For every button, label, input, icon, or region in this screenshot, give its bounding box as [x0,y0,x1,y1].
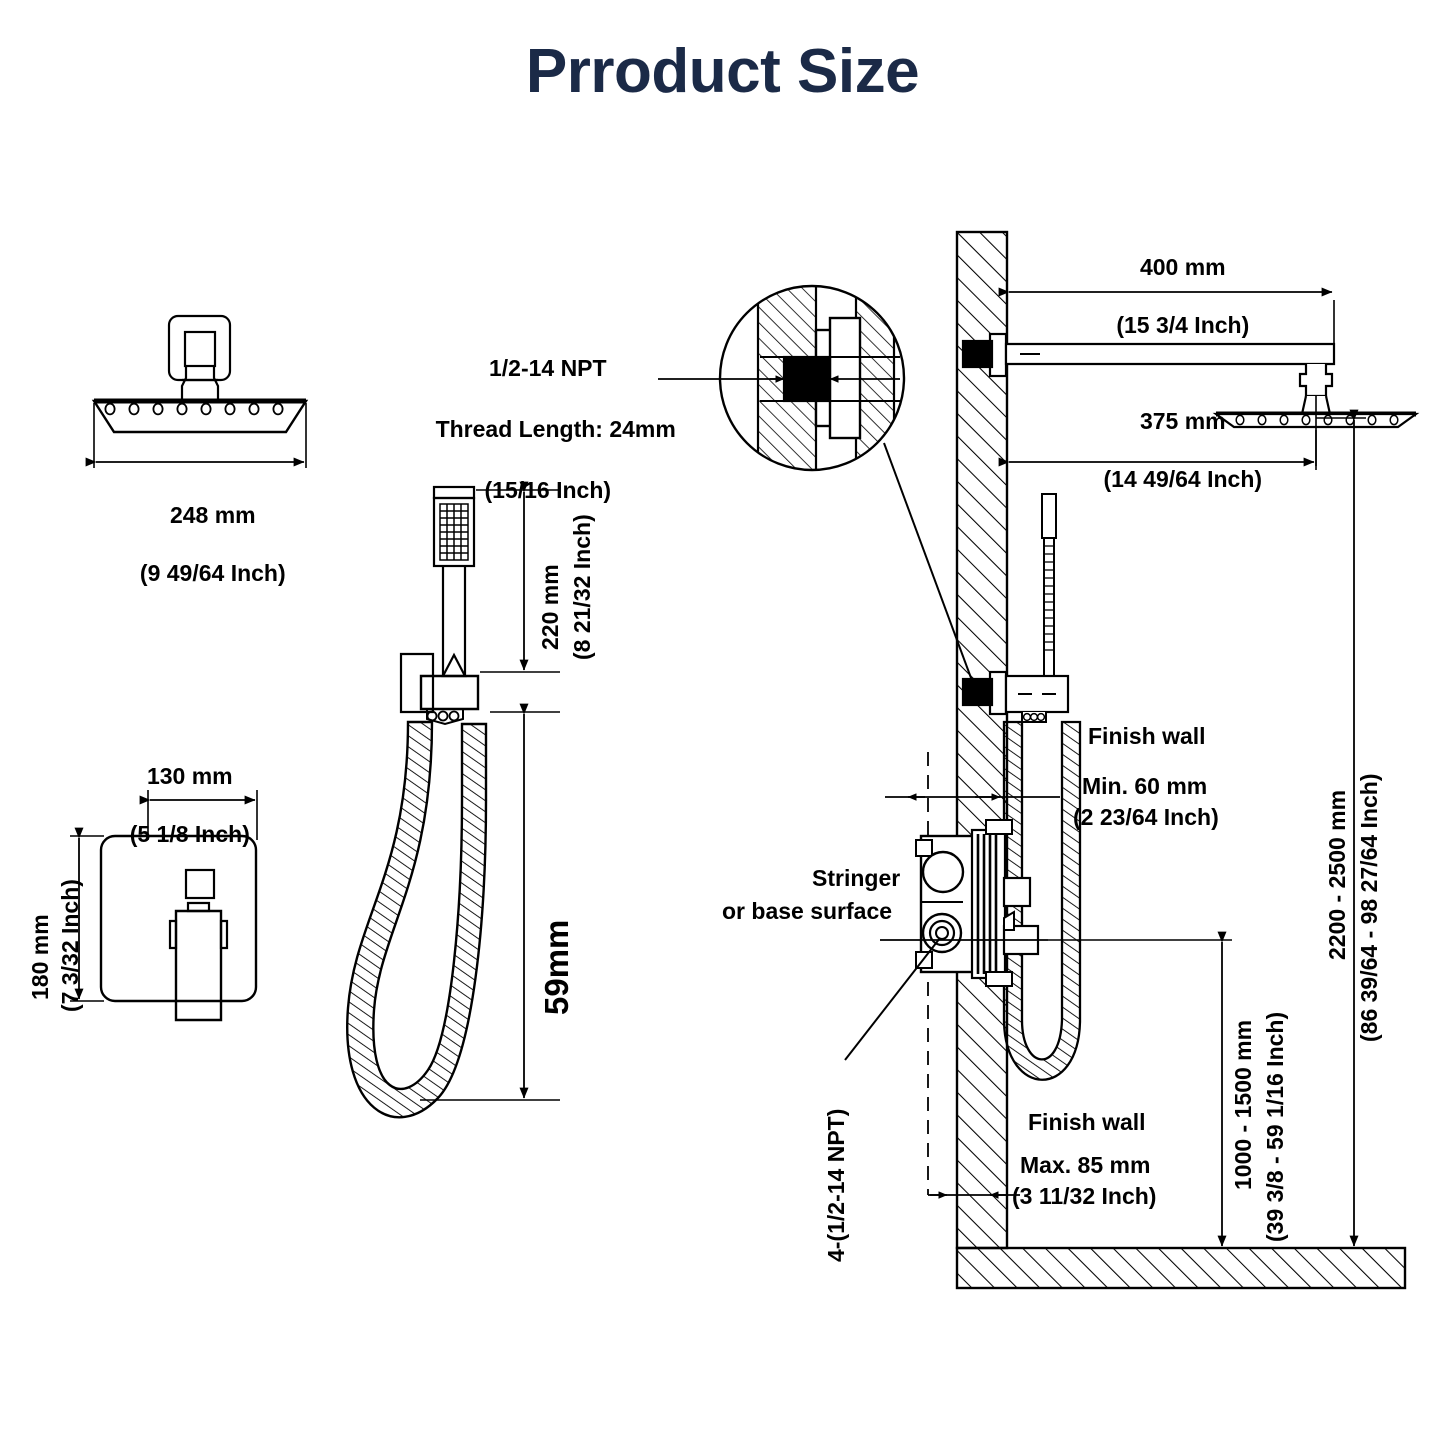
ports-npt-label: 4-(1/2-14 NPT) [823,1108,849,1262]
head-height-in-label: (86 39/64 - 98 27/64 Inch) [1356,773,1382,1043]
mixing-valve-body [844,819,1048,1061]
finish-wall-max-title: Finish wall [1028,1109,1146,1135]
valve-trim-elevation [70,790,258,1022]
installation-section [844,230,1420,1290]
head-height-mm-label: 2200 - 2500 mm [1324,789,1350,960]
showerhead-width-label: 248 mm (9 49/64 Inch) [139,501,286,586]
npt-thread-spec-label: 1/2-14 NPT Thread Length: 24mm (15/16 In… [435,354,676,503]
handheld-wand-elevation [346,481,560,1119]
finish-wall-min-in: (2 23/64 Inch) [1073,804,1219,830]
arm-reach-label: 400 mm (15 3/4 Inch) [1116,253,1250,338]
handheld-length-mm-label: 220 mm [537,564,563,650]
hose-length-label: 59mm [538,919,575,1015]
stringer-label-line1: Stringer [812,865,901,891]
handheld-length-in-label: (8 21/32 Inch) [569,514,595,660]
finish-wall-max-in: (3 11/32 Inch) [1012,1183,1157,1209]
finish-wall-min-title: Finish wall [1088,723,1206,749]
npt-thread-detail-bubble [658,284,975,687]
shower-arm [961,332,1420,466]
handheld-on-wall [961,493,1082,1081]
trim-width-label: 130 mm (5 1/8 Inch) [129,762,250,847]
trim-height-in-label: (7 3/32 Inch) [57,879,83,1012]
valve-height-in-label: (39 3/8 - 59 1/16 Inch) [1262,1011,1288,1242]
page-title: Prroduct Size [525,37,920,106]
finish-wall-max-mm: Max. 85 mm [1020,1152,1151,1178]
showerhead-elevation [85,314,309,468]
finish-wall-min-mm: Min. 60 mm [1082,773,1208,799]
trim-height-mm-label: 180 mm [27,914,53,1000]
valve-height-mm-label: 1000 - 1500 mm [1230,1019,1256,1190]
head-center-distance-label: 375 mm (14 49/64 Inch) [1103,407,1263,492]
stringer-label-line2: or base surface [722,898,893,924]
